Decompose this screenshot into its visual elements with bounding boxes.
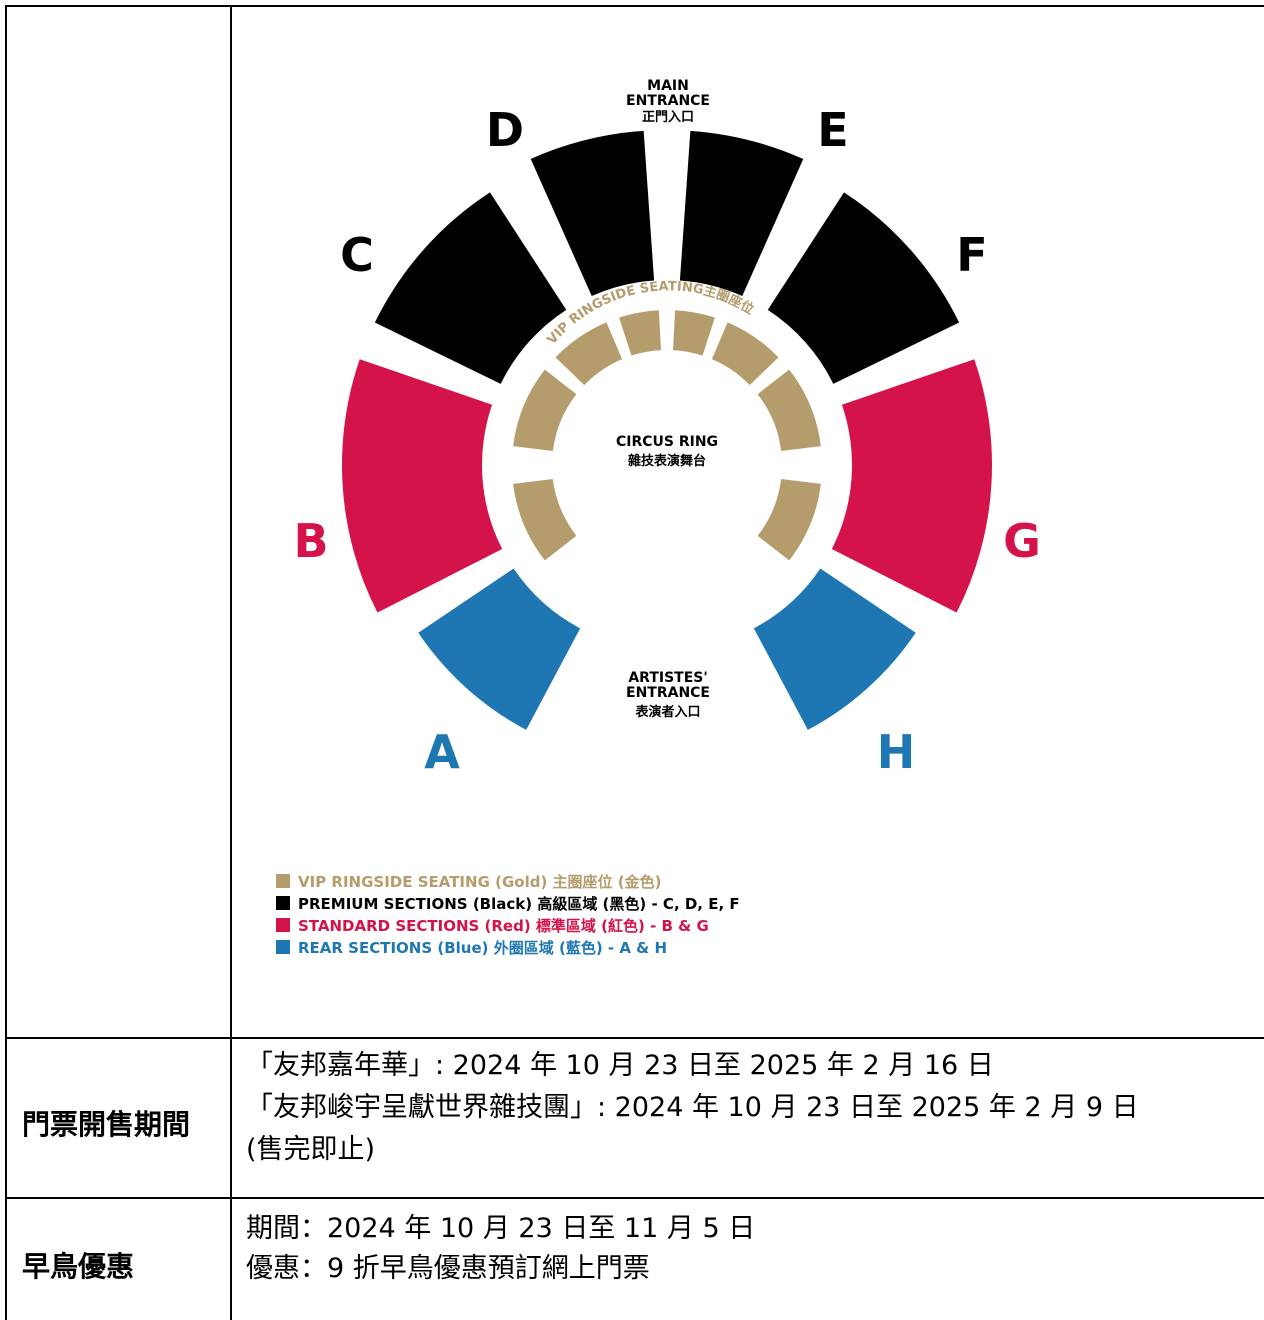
legend-swatch-black — [276, 896, 290, 910]
section-label-f: F — [956, 228, 987, 282]
ring-label-zh: 雜技表演舞台 — [628, 453, 706, 469]
legend-text-vip: VIP RINGSIDE SEATING (Gold) 主圈座位 (金色) — [298, 872, 662, 891]
vip-section-8[interactable] — [513, 479, 577, 561]
section-e[interactable] — [679, 130, 804, 296]
vip-section-7[interactable] — [513, 369, 577, 451]
section-label-e: E — [817, 103, 848, 157]
table-column-divider — [230, 5, 232, 1320]
vip-section-1[interactable] — [555, 322, 623, 386]
early-bird-line-1: 期間：2024 年 10 月 23 日至 11 月 5 日 — [246, 1213, 756, 1244]
early-bird-line-2: 優惠：9 折早鳥優惠預訂網上門票 — [246, 1253, 650, 1284]
table-row-divider-1 — [5, 1037, 1264, 1039]
ticket-sale-line-1: 「友邦嘉年華」: 2024 年 10 月 23 日至 2025 年 2 月 16… — [246, 1050, 994, 1081]
legend-text-premium: PREMIUM SECTIONS (Black) 高級區域 (黑色) - C, … — [298, 894, 740, 913]
seating-legend: VIP RINGSIDE SEATING (Gold) 主圈座位 (金色) PR… — [276, 870, 740, 958]
legend-swatch-red — [276, 918, 290, 932]
main-entrance-label-zh: 正門入口 — [642, 110, 694, 125]
legend-swatch-gold — [276, 874, 290, 888]
section-g[interactable] — [831, 359, 992, 613]
vip-section-3[interactable] — [673, 310, 715, 356]
table-border-left — [5, 5, 7, 1320]
section-f[interactable] — [767, 192, 960, 384]
section-label-h: H — [877, 725, 916, 779]
section-c[interactable] — [374, 192, 567, 384]
vip-section-6[interactable] — [757, 479, 821, 561]
ticket-sale-line-3: (售完即止) — [246, 1134, 376, 1165]
section-b[interactable] — [341, 359, 503, 613]
section-label-g: G — [1003, 514, 1041, 568]
section-d[interactable] — [530, 130, 655, 296]
main-entrance-label-2: ENTRANCE — [626, 93, 710, 109]
vip-section-2[interactable] — [619, 310, 661, 356]
section-label-b: B — [293, 514, 328, 568]
section-a[interactable] — [418, 568, 581, 730]
artistes-entrance-label-zh: 表演者入口 — [634, 704, 700, 720]
artistes-entrance-label: ARTISTES' — [628, 670, 707, 686]
legend-item-premium: PREMIUM SECTIONS (Black) 高級區域 (黑色) - C, … — [276, 892, 740, 914]
legend-item-rear: REAR SECTIONS (Blue) 外圈區域 (藍色) - A & H — [276, 936, 740, 958]
section-label-a: A — [424, 725, 460, 779]
main-entrance-label: MAIN — [647, 78, 689, 94]
legend-item-vip: VIP RINGSIDE SEATING (Gold) 主圈座位 (金色) — [276, 870, 740, 892]
section-label-c: C — [340, 228, 374, 282]
artistes-entrance-label-2: ENTRANCE — [626, 685, 710, 701]
ring-label: CIRCUS RING — [616, 434, 718, 450]
vip-section-5[interactable] — [757, 369, 821, 451]
legend-text-standard: STANDARD SECTIONS (Red) 標準區域 (紅色) - B & … — [298, 916, 709, 935]
table-row-divider-2 — [5, 1197, 1264, 1199]
vip-section-4[interactable] — [711, 322, 779, 386]
early-bird-label: 早鳥優惠 — [22, 1250, 135, 1283]
section-h[interactable] — [753, 568, 916, 730]
ticket-sale-line-2: 「友邦峻宇呈獻世界雜技團」: 2024 年 10 月 23 日至 2025 年 … — [246, 1092, 1139, 1123]
section-label-d: D — [486, 103, 524, 157]
ticket-sale-label: 門票開售期間 — [22, 1108, 191, 1141]
table-border-top — [5, 5, 1264, 7]
legend-item-standard: STANDARD SECTIONS (Red) 標準區域 (紅色) - B & … — [276, 914, 740, 936]
legend-text-rear: REAR SECTIONS (Blue) 外圈區域 (藍色) - A & H — [298, 938, 668, 957]
legend-swatch-blue — [276, 940, 290, 954]
